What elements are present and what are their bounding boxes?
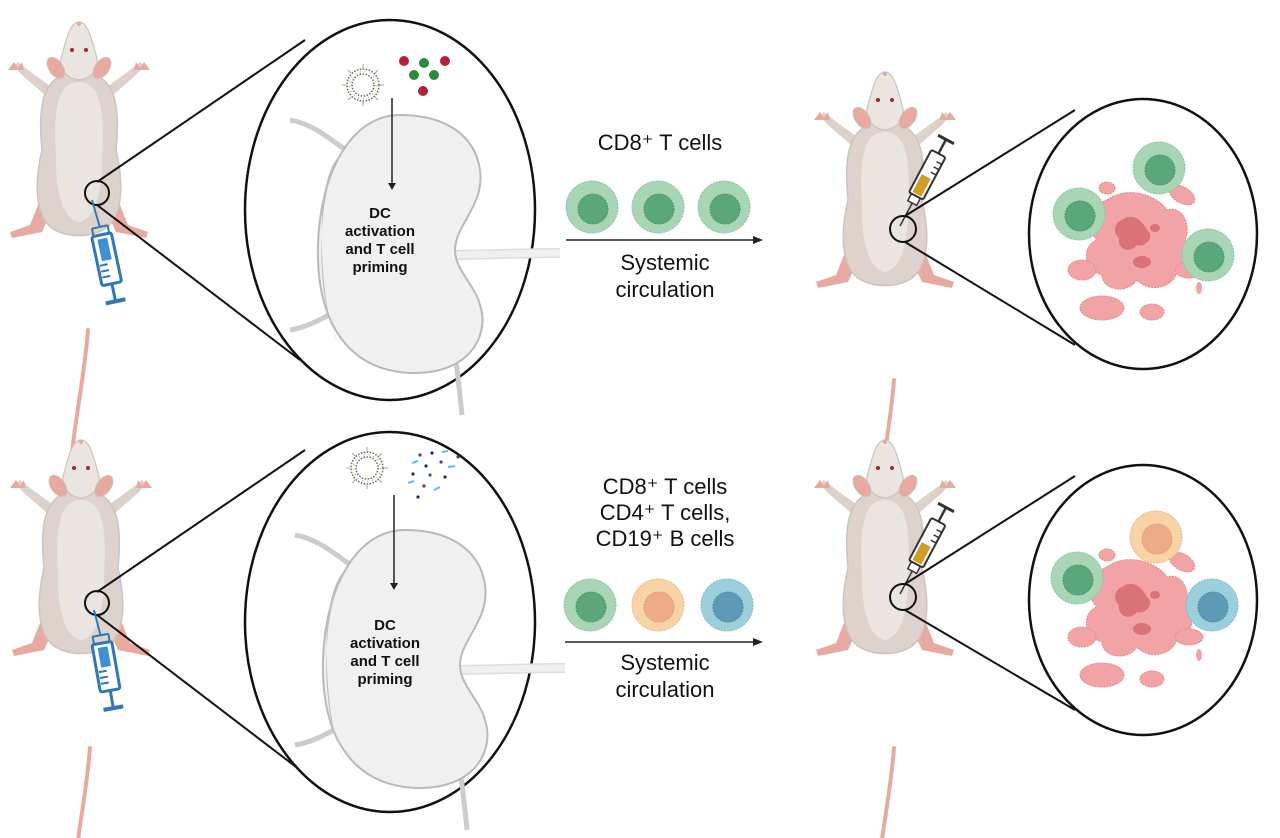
row-bottom: DC activation and T cell priming CD8⁺ T … — [8, 430, 1259, 838]
transport-label: circulation — [615, 277, 714, 302]
cd4-t-cell — [631, 578, 685, 632]
mouse-recipient-bottom — [812, 438, 958, 838]
injection-site-circle — [889, 583, 917, 611]
zoom-line — [904, 109, 1076, 217]
mouse-donor-top — [6, 20, 152, 472]
zoom-line — [904, 609, 1076, 711]
zoom-line — [904, 475, 1076, 585]
cd8-t-cell — [1052, 187, 1106, 241]
cd19-b-cell — [700, 578, 754, 632]
cells-label: CD8⁺ T cells — [603, 474, 728, 499]
cells-label: CD4⁺ T cells, — [600, 500, 731, 525]
row-top: DC activation and T cell priming CD8⁺ T … — [6, 18, 1259, 522]
mouse-donor-bottom — [8, 438, 154, 838]
cd8-t-cell — [563, 578, 617, 632]
transport-label: circulation — [615, 677, 714, 702]
node-label-line: priming — [353, 259, 408, 276]
node-label-line: activation — [345, 223, 415, 240]
cd19-b-cell — [1185, 578, 1239, 632]
node-label-line: DC — [369, 205, 391, 222]
cd8-t-cell — [1181, 228, 1235, 282]
zoom-line — [96, 39, 306, 183]
cd8-t-cell — [1050, 551, 1104, 605]
syringe-icon — [899, 501, 955, 595]
zoom-line — [96, 449, 306, 593]
syringe-icon — [90, 609, 124, 712]
cells-label: CD8⁺ T cells — [598, 130, 723, 155]
cd8-t-cell — [1132, 141, 1186, 195]
node-label-line: DC — [374, 617, 396, 634]
cd8-t-cell — [697, 180, 751, 234]
cd8-t-cell — [631, 180, 685, 234]
node-label-line: and T cell — [345, 241, 414, 258]
zoom-line — [96, 204, 301, 361]
cd4-t-cell — [1129, 510, 1183, 564]
protein-antigen-icon — [399, 56, 450, 96]
cd8-t-cell — [565, 180, 619, 234]
peptide-mixture-icon — [407, 450, 460, 499]
syringe-icon — [90, 199, 126, 306]
node-label-line: priming — [358, 671, 413, 688]
zoom-line — [96, 614, 301, 771]
node-label-line: activation — [350, 635, 420, 652]
zoom-line — [904, 241, 1076, 346]
transport-label: Systemic — [620, 650, 709, 675]
transport-label: Systemic — [620, 250, 709, 275]
cells-label: CD19⁺ B cells — [596, 526, 735, 551]
syringe-icon — [899, 133, 955, 227]
node-label-line: and T cell — [350, 653, 419, 670]
injection-site-circle — [889, 215, 917, 243]
